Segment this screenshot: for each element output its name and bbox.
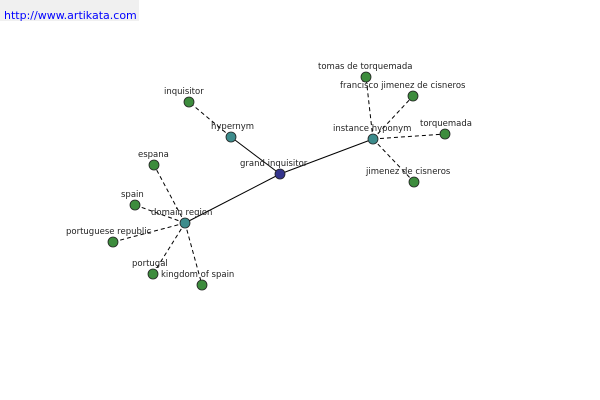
edge-instance-hyponym-to-francisco-jimenez-de-cisneros <box>372 95 414 140</box>
node-inquisitor[interactable] <box>183 96 195 108</box>
label-francisco-jimenez-de-cisneros[interactable]: francisco jimenez de cisneros <box>340 81 466 91</box>
label-jimenez-de-cisneros[interactable]: jimenez de cisneros <box>365 167 451 177</box>
node-grand-inquisitor[interactable] <box>274 168 286 180</box>
label-instance-hyponym[interactable]: instance hyponym <box>333 124 411 134</box>
node-portuguese-republic[interactable] <box>107 236 119 248</box>
edge-domain-region-to-espana <box>153 164 186 224</box>
label-grand-inquisitor[interactable]: grand inquisitor <box>240 159 308 169</box>
label-inquisitor[interactable]: inquisitor <box>164 87 204 97</box>
edge-instance-hyponym-to-torquemada <box>372 133 446 140</box>
label-domain-region[interactable]: domain region <box>151 208 212 218</box>
edge-domain-region-to-portuguese-republic <box>112 222 186 243</box>
edge-grand-inquisitor-to-instance-hyponym <box>279 138 374 175</box>
node-domain-region[interactable] <box>179 217 191 229</box>
label-hypernym[interactable]: hypernym <box>211 122 254 132</box>
node-hypernym[interactable] <box>225 131 237 143</box>
edge-domain-region-to-portugal <box>152 222 186 275</box>
source-link[interactable]: http://www.artikata.com <box>4 9 137 22</box>
edge-instance-hyponym-to-tomas-de-torquemada <box>365 76 374 140</box>
label-tomas-de-torquemada[interactable]: tomas de torquemada <box>318 62 412 72</box>
label-spain[interactable]: spain <box>121 190 144 200</box>
node-portugal[interactable] <box>147 268 159 280</box>
node-kingdom-of-spain[interactable] <box>196 279 208 291</box>
node-instance-hyponym[interactable] <box>367 133 379 145</box>
labels-layer: grand inquisitor hypernym instance hyponym… <box>66 62 472 280</box>
nodes-layer <box>107 71 451 291</box>
node-jimenez-de-cisneros[interactable] <box>408 176 420 188</box>
label-portugal[interactable]: portugal <box>132 259 168 269</box>
source-banner: http://www.artikata.com <box>0 0 139 22</box>
node-torquemada[interactable] <box>439 128 451 140</box>
node-francisco-jimenez-de-cisneros[interactable] <box>407 90 419 102</box>
edge-grand-inquisitor-to-hypernym <box>230 136 281 175</box>
edge-hypernym-to-inquisitor <box>188 101 232 138</box>
label-torquemada[interactable]: torquemada <box>420 119 472 129</box>
edge-domain-region-to-kingdom-of-spain <box>184 222 203 286</box>
node-espana[interactable] <box>148 159 160 171</box>
node-spain[interactable] <box>129 199 141 211</box>
edge-grand-inquisitor-to-domain-region <box>184 173 281 224</box>
label-espana[interactable]: espana <box>138 150 169 160</box>
edges-layer <box>112 76 446 286</box>
label-kingdom-of-spain[interactable]: kingdom of spain <box>161 270 234 280</box>
edge-domain-region-to-spain <box>134 204 186 224</box>
edge-instance-hyponym-to-jimenez-de-cisneros <box>372 138 415 183</box>
label-portuguese-republic[interactable]: portuguese republic <box>66 227 152 237</box>
node-tomas-de-torquemada[interactable] <box>360 71 372 83</box>
